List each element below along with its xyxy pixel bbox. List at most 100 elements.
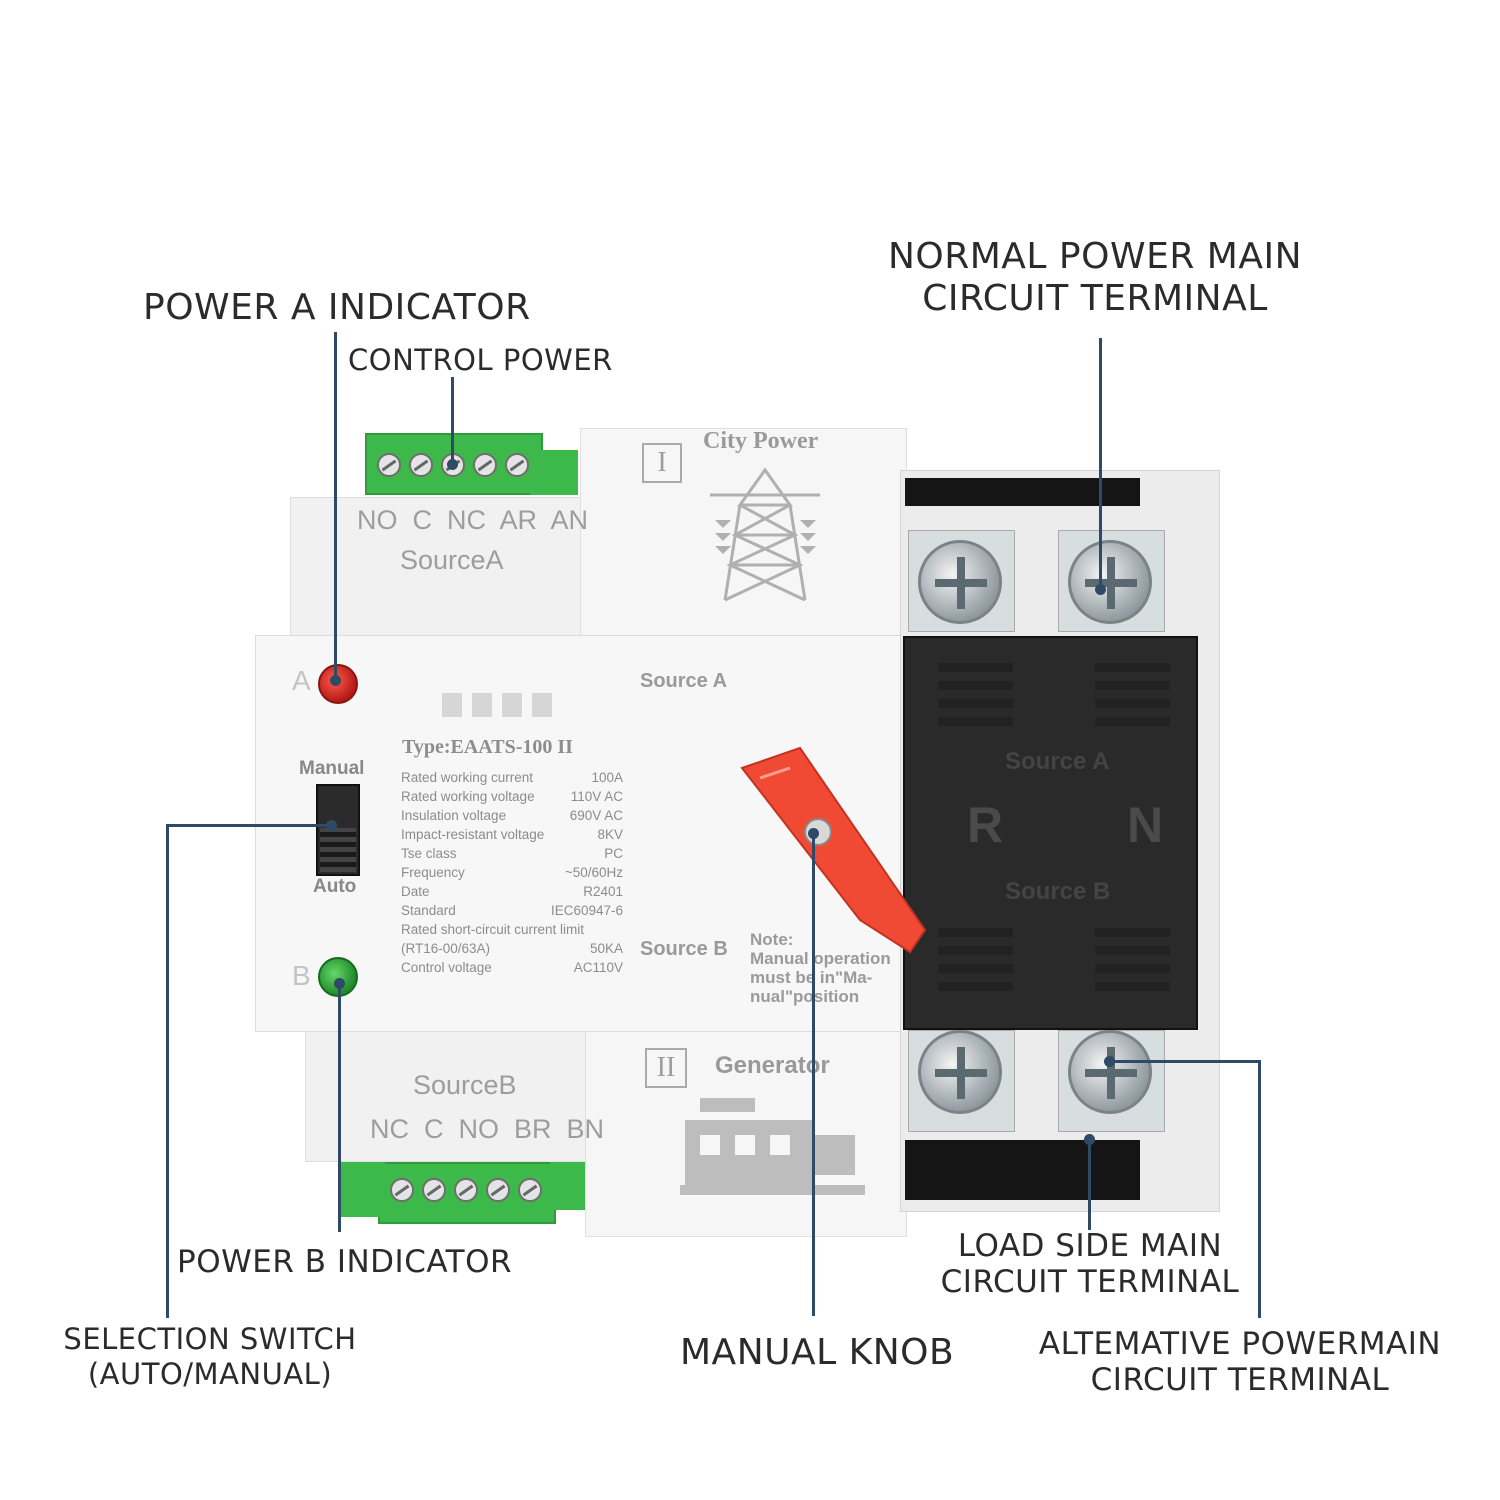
spec-label: Frequency: [401, 865, 465, 880]
screw-top-n[interactable]: [1068, 540, 1152, 624]
spec-label: Rated working current: [401, 770, 534, 785]
roman-numeral-two-box: II: [645, 1048, 687, 1088]
callout-alternative-line2: CIRCUIT TERMINAL: [1090, 1362, 1390, 1398]
cover-source-b-label: Source B: [1005, 878, 1111, 905]
leader-control-power-dot: [447, 459, 458, 470]
spec-value: 8KV: [597, 827, 623, 842]
terminal-screw[interactable]: [454, 1178, 478, 1202]
screw-bottom-n[interactable]: [1068, 1030, 1152, 1114]
spec-value: 100A: [591, 770, 623, 785]
callout-selection-switch-line2: (AUTO/MANUAL): [87, 1357, 333, 1391]
callout-manual-knob: MANUAL KNOB: [680, 1332, 955, 1373]
spec-row: Rated short-circuit current limit: [401, 920, 623, 939]
terminal-cover: Source A R N Source B: [903, 636, 1198, 1030]
leader-load-side-dot: [1084, 1134, 1095, 1145]
spec-row: (RT16-00/63A) 50KA: [401, 939, 623, 958]
terminal-screw[interactable]: [518, 1178, 542, 1202]
type-label: Type:EAATS-100 II: [402, 736, 573, 758]
leader-selection-switch-dot: [326, 820, 337, 831]
top-terminal-slot: [905, 478, 1140, 506]
callout-normal-power-line2: CIRCUIT TERMINAL: [922, 278, 1268, 319]
terminal-screw[interactable]: [486, 1178, 510, 1202]
terminal-screw[interactable]: [422, 1178, 446, 1202]
spec-label: Tse class: [401, 846, 457, 861]
spec-label: Rated working voltage: [401, 789, 535, 804]
callout-normal-power: NORMAL POWER MAIN CIRCUIT TERMINAL: [880, 236, 1310, 320]
leader-manual-knob: [812, 832, 815, 1316]
leader-normal-power-dot: [1095, 584, 1106, 595]
knob-source-a-label: Source A: [640, 670, 728, 692]
spec-row: Date R2401: [401, 882, 623, 901]
control-terminal-block-b: [378, 1162, 556, 1224]
leader-manual-knob-dot: [808, 828, 819, 839]
spec-label: Impact-resistant voltage: [401, 827, 545, 842]
callout-alternative-power: ALTEMATIVE POWERMAIN CIRCUIT TERMINAL: [1030, 1326, 1450, 1398]
selection-switch-slider[interactable]: [320, 828, 356, 872]
spec-value: 50KA: [589, 941, 623, 956]
leader-power-b: [338, 982, 341, 1232]
terminal-screw[interactable]: [409, 453, 433, 477]
spec-row: Rated working voltage 110V AC: [401, 787, 623, 806]
callout-load-side-line2: CIRCUIT TERMINAL: [940, 1264, 1240, 1300]
source-b-terminal-labels: NC C NO BR BN: [370, 1114, 605, 1144]
leader-normal-power: [1099, 338, 1102, 593]
power-a-indicator-lamp: [318, 664, 358, 704]
terminal-block-a-tab: [530, 450, 578, 495]
spec-label: (RT16-00/63A): [401, 941, 491, 956]
source-a-terminal-labels: NO C NC AR AN: [357, 505, 589, 535]
spec-row: Frequency ~50/60Hz: [401, 863, 623, 882]
terminal-block-b-tab: [340, 1162, 385, 1217]
cover-n-label: N: [1127, 797, 1164, 853]
roman-numeral-one-box: I: [642, 443, 682, 483]
leader-control-power: [451, 377, 454, 465]
callout-selection-switch-line1: SELECTION SWITCH: [63, 1322, 357, 1356]
spec-value: R2401: [583, 884, 623, 899]
spec-value: ~50/60Hz: [564, 865, 623, 880]
leader-selection-switch-v: [166, 824, 169, 1318]
manual-knob[interactable]: [730, 740, 940, 960]
note-line-3: must be in"Ma-: [750, 968, 873, 987]
auto-label: Auto: [313, 876, 357, 897]
note-line-2: Manual operation: [750, 949, 891, 968]
source-a-label: SourceA: [400, 545, 504, 575]
spec-label: Insulation voltage: [401, 808, 507, 823]
leader-power-a: [334, 332, 337, 684]
callout-power-b-indicator: POWER B INDICATOR: [177, 1244, 513, 1280]
terminal-screw[interactable]: [505, 453, 529, 477]
callout-load-side-line1: LOAD SIDE MAIN: [957, 1228, 1223, 1264]
callout-selection-switch: SELECTION SWITCH (AUTO/MANUAL): [60, 1322, 360, 1392]
bottom-terminal-slot: [905, 1140, 1140, 1200]
screw-bottom-r[interactable]: [918, 1030, 1002, 1114]
leader-alternative-v: [1258, 1060, 1261, 1318]
spec-value: IEC60947-6: [550, 903, 623, 918]
leader-power-a-dot: [330, 675, 341, 686]
leader-power-b-dot: [334, 978, 345, 989]
spec-table: Rated working current 100A Rated working v…: [401, 768, 623, 977]
leader-alternative-h: [1110, 1060, 1260, 1063]
manual-label: Manual: [299, 758, 365, 779]
transmission-tower-icon: [710, 467, 820, 602]
spec-value: 110V AC: [570, 789, 623, 804]
leader-selection-switch-h: [166, 824, 336, 827]
selection-switch[interactable]: [316, 784, 360, 876]
note-block: Note: Manual operation must be in"Ma- nu…: [750, 930, 891, 1006]
terminal-screw[interactable]: [377, 453, 401, 477]
source-b-label: SourceB: [413, 1070, 517, 1100]
indicator-b-letter: B: [292, 960, 311, 991]
generator-label: Generator: [715, 1052, 830, 1079]
spec-label: Date: [401, 884, 430, 899]
callout-control-power: CONTROL POWER: [348, 343, 613, 377]
note-line-1: Note:: [750, 930, 794, 949]
spec-row: Impact-resistant voltage 8KV: [401, 825, 623, 844]
callout-normal-power-line1: NORMAL POWER MAIN: [887, 236, 1303, 277]
terminal-screw[interactable]: [473, 453, 497, 477]
callout-alternative-line1: ALTEMATIVE POWERMAIN: [1038, 1326, 1442, 1362]
terminal-screw[interactable]: [390, 1178, 414, 1202]
terminal-screw[interactable]: [441, 453, 465, 477]
screw-top-r[interactable]: [918, 540, 1002, 624]
knob-source-b-label: Source B: [640, 938, 728, 960]
callout-load-side: LOAD SIDE MAIN CIRCUIT TERMINAL: [935, 1228, 1245, 1300]
